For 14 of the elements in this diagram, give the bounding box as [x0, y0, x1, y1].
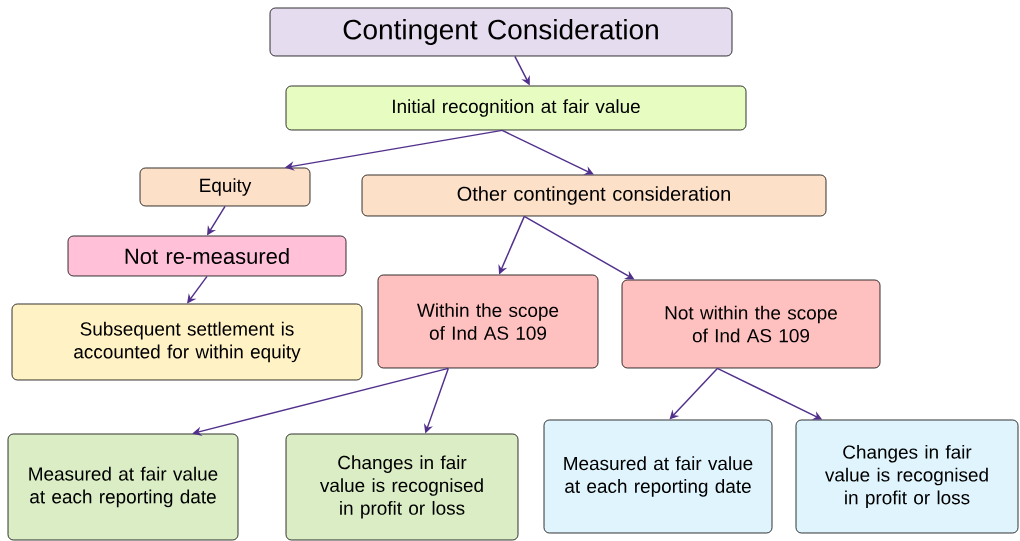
- title-box: Contingent Consideration: [269, 7, 733, 57]
- result-box: Changes in fair value is recognised in profit or loss: [795, 419, 1019, 534]
- arrow: [501, 129, 594, 175]
- result-box: Subsequent settlement is accounted for within equity: [11, 303, 363, 381]
- category-box: Not within the scope of Ind AS 109: [621, 279, 881, 369]
- category-box: Within the scope of Ind AS 109: [377, 274, 599, 369]
- result-box: Measured at fair value at each reporting date: [543, 419, 773, 534]
- arrow: [669, 367, 719, 420]
- category-box: Equity: [139, 167, 311, 207]
- category-box: Other contingent consideration: [361, 174, 827, 217]
- result-box: Measured at fair value at each reporting date: [7, 433, 239, 541]
- result-box: Changes in fair value is recognised in profit or loss: [285, 433, 519, 541]
- result-box: Not re-measured: [67, 235, 347, 277]
- process-box: Initial recognition at fair value: [285, 85, 747, 131]
